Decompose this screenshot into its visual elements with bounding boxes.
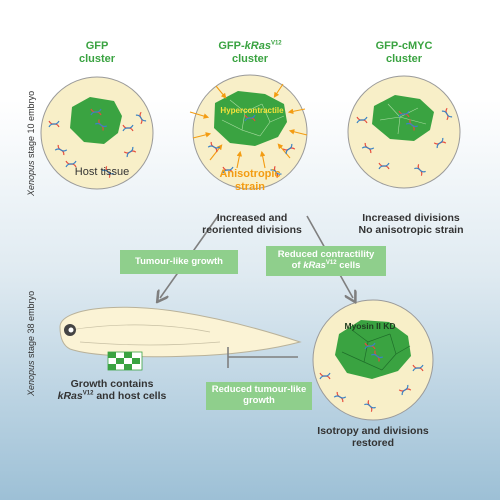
host-tissue-label: Host tissue [74,166,130,178]
stage38-side-label: Xenopus stage 38 embryo [26,290,36,396]
tumour-growth-pattern [107,351,143,371]
myosin-kd-label: Myosin II KD [344,321,396,331]
myosin-kd-circle [312,299,434,421]
tadpole-embryo [59,306,302,371]
kras-cluster-circle [189,74,308,190]
gfp-cluster-circle [40,76,154,190]
hypercontractile-label: Hypercontractile [220,106,284,115]
stage10-side-label: Xenopus stage 10 embryo [26,90,36,196]
tumour-growth-box: Tumour-like growth [120,250,238,274]
cmyc-cluster-circle [347,75,461,189]
